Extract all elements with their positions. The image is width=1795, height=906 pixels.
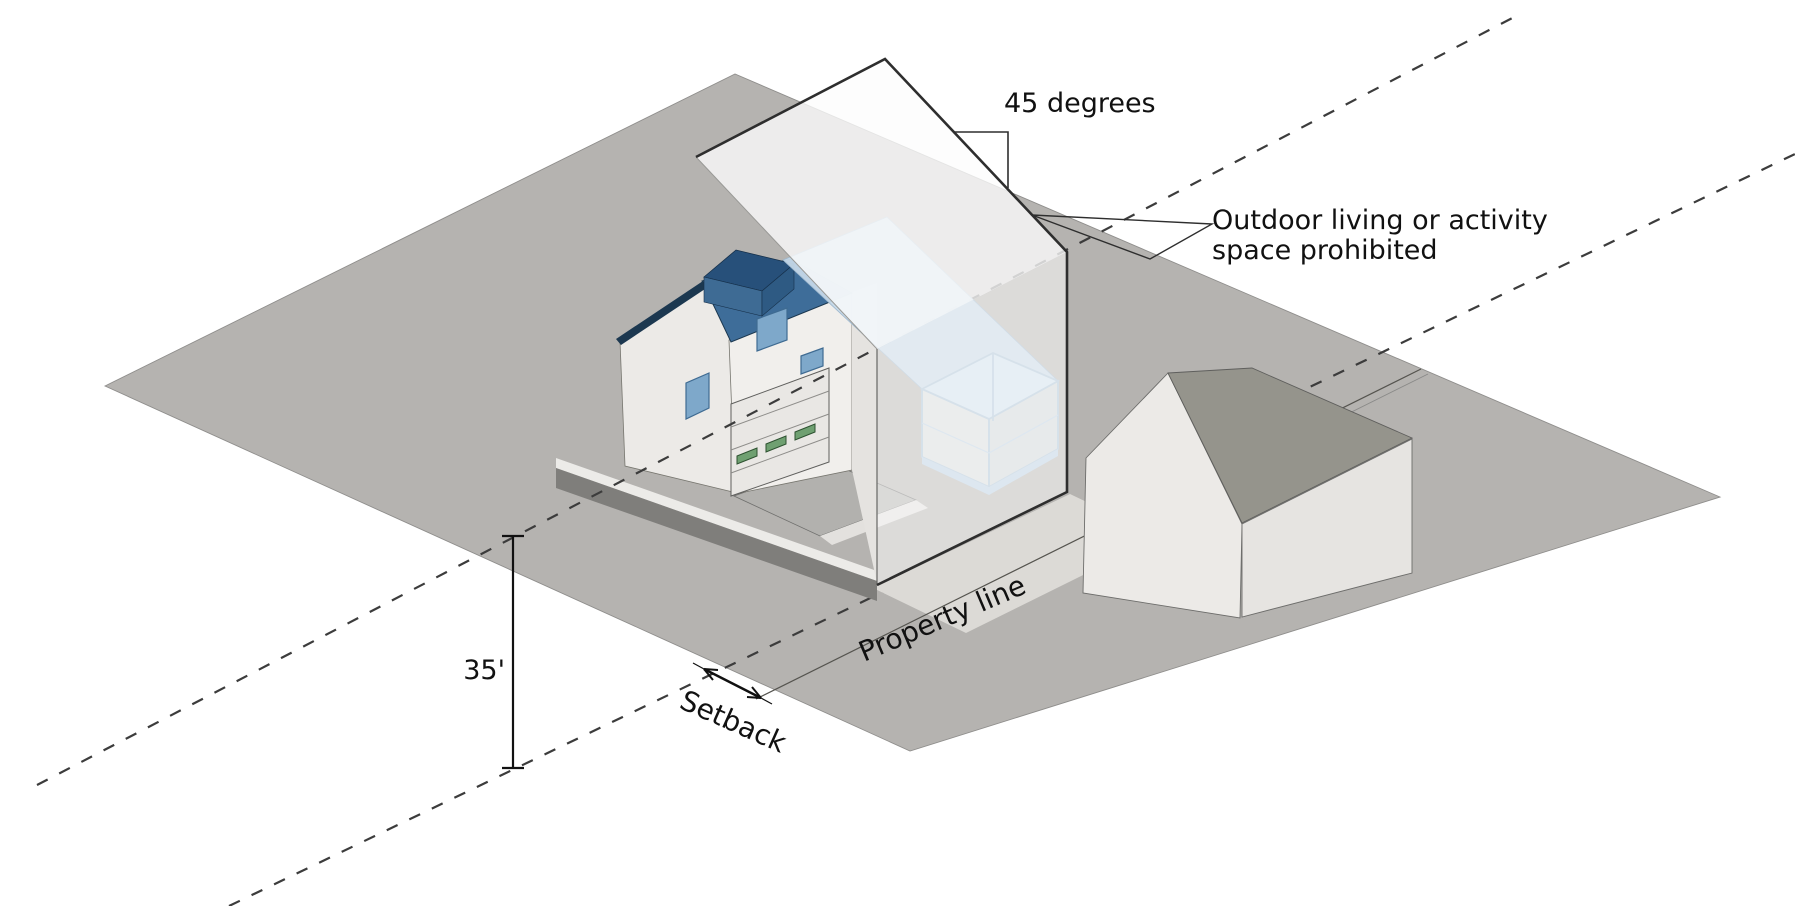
left-wall-window bbox=[685, 372, 710, 420]
roof-box-front-face bbox=[761, 263, 795, 317]
setback-label: Setback bbox=[675, 684, 792, 760]
angle-label: 45 degrees bbox=[1004, 88, 1156, 119]
building-envelope bbox=[695, 57, 1069, 587]
setback-dimension-line bbox=[703, 667, 762, 700]
retaining-band-dark bbox=[556, 468, 877, 601]
setback-extension-right bbox=[760, 697, 773, 705]
garage-slat-line bbox=[730, 390, 830, 428]
height-label: 35' bbox=[463, 655, 505, 686]
prohibited-label-line1: Outdoor living or activity bbox=[1212, 205, 1548, 236]
setback-arrowhead-left bbox=[703, 668, 719, 671]
setback-arrowhead-right bbox=[746, 696, 762, 699]
envelope-inner-edge bbox=[695, 156, 878, 350]
prohibited-leader bbox=[1031, 214, 1215, 260]
garage-lite bbox=[765, 435, 787, 453]
retaining-band-light bbox=[556, 458, 877, 581]
height-dimension bbox=[502, 534, 524, 770]
setback-arrowhead-right bbox=[751, 686, 762, 699]
garage-lite bbox=[736, 447, 758, 465]
setback-arrowhead-left bbox=[703, 668, 714, 681]
setback-dimension bbox=[692, 662, 773, 705]
prohibited-label-line2: space prohibited bbox=[1212, 235, 1438, 266]
envelope-front-face bbox=[877, 252, 1067, 585]
front-wall-window-large bbox=[756, 307, 788, 352]
garage-slat-line bbox=[730, 436, 830, 474]
envelope-slope-face bbox=[696, 59, 1067, 349]
subject-house bbox=[556, 249, 928, 601]
garage-lite bbox=[794, 423, 816, 441]
envelope-bold-outline bbox=[695, 57, 1069, 587]
angle-callout-bracket bbox=[953, 131, 1009, 188]
side-property-dashed-line bbox=[36, 13, 1521, 786]
front-wall-window-small bbox=[800, 347, 824, 375]
neighbor-right-wall bbox=[1241, 438, 1413, 618]
garage-slat-line bbox=[730, 413, 830, 451]
neighbor-gable-wall bbox=[1082, 372, 1243, 619]
setback-extension-left bbox=[692, 662, 705, 670]
neighbor-roof bbox=[1167, 367, 1414, 524]
house-roof-eave-band bbox=[616, 281, 708, 345]
neighbor-house bbox=[1082, 367, 1414, 619]
